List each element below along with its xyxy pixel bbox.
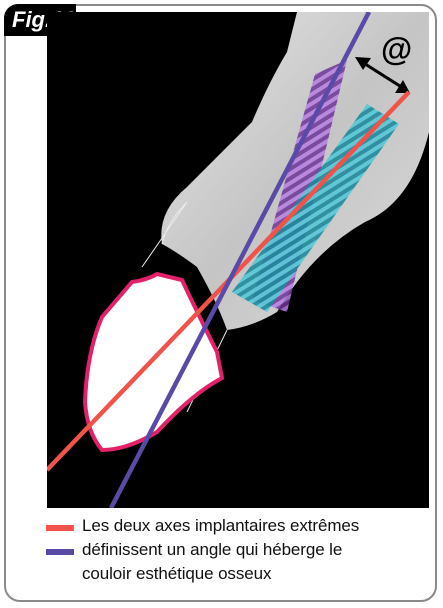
red-swatch <box>46 525 74 531</box>
legend-item-blue: définissent un angle qui héberge le <box>46 540 426 564</box>
legend-continuation: couloir esthétique osseux <box>46 564 426 588</box>
legend: Les deux axes implantaires extrêmes défi… <box>46 516 426 588</box>
implant-illustration: @ <box>47 12 429 508</box>
legend-item-red: Les deux axes implantaires extrêmes <box>46 516 426 540</box>
legend-text: Les deux axes implantaires extrêmes <box>82 516 359 536</box>
blue-swatch <box>46 549 74 555</box>
distance-symbol: @ <box>381 31 412 67</box>
legend-text: couloir esthétique osseux <box>82 564 271 584</box>
legend-text: définissent un angle qui héberge le <box>82 540 342 560</box>
